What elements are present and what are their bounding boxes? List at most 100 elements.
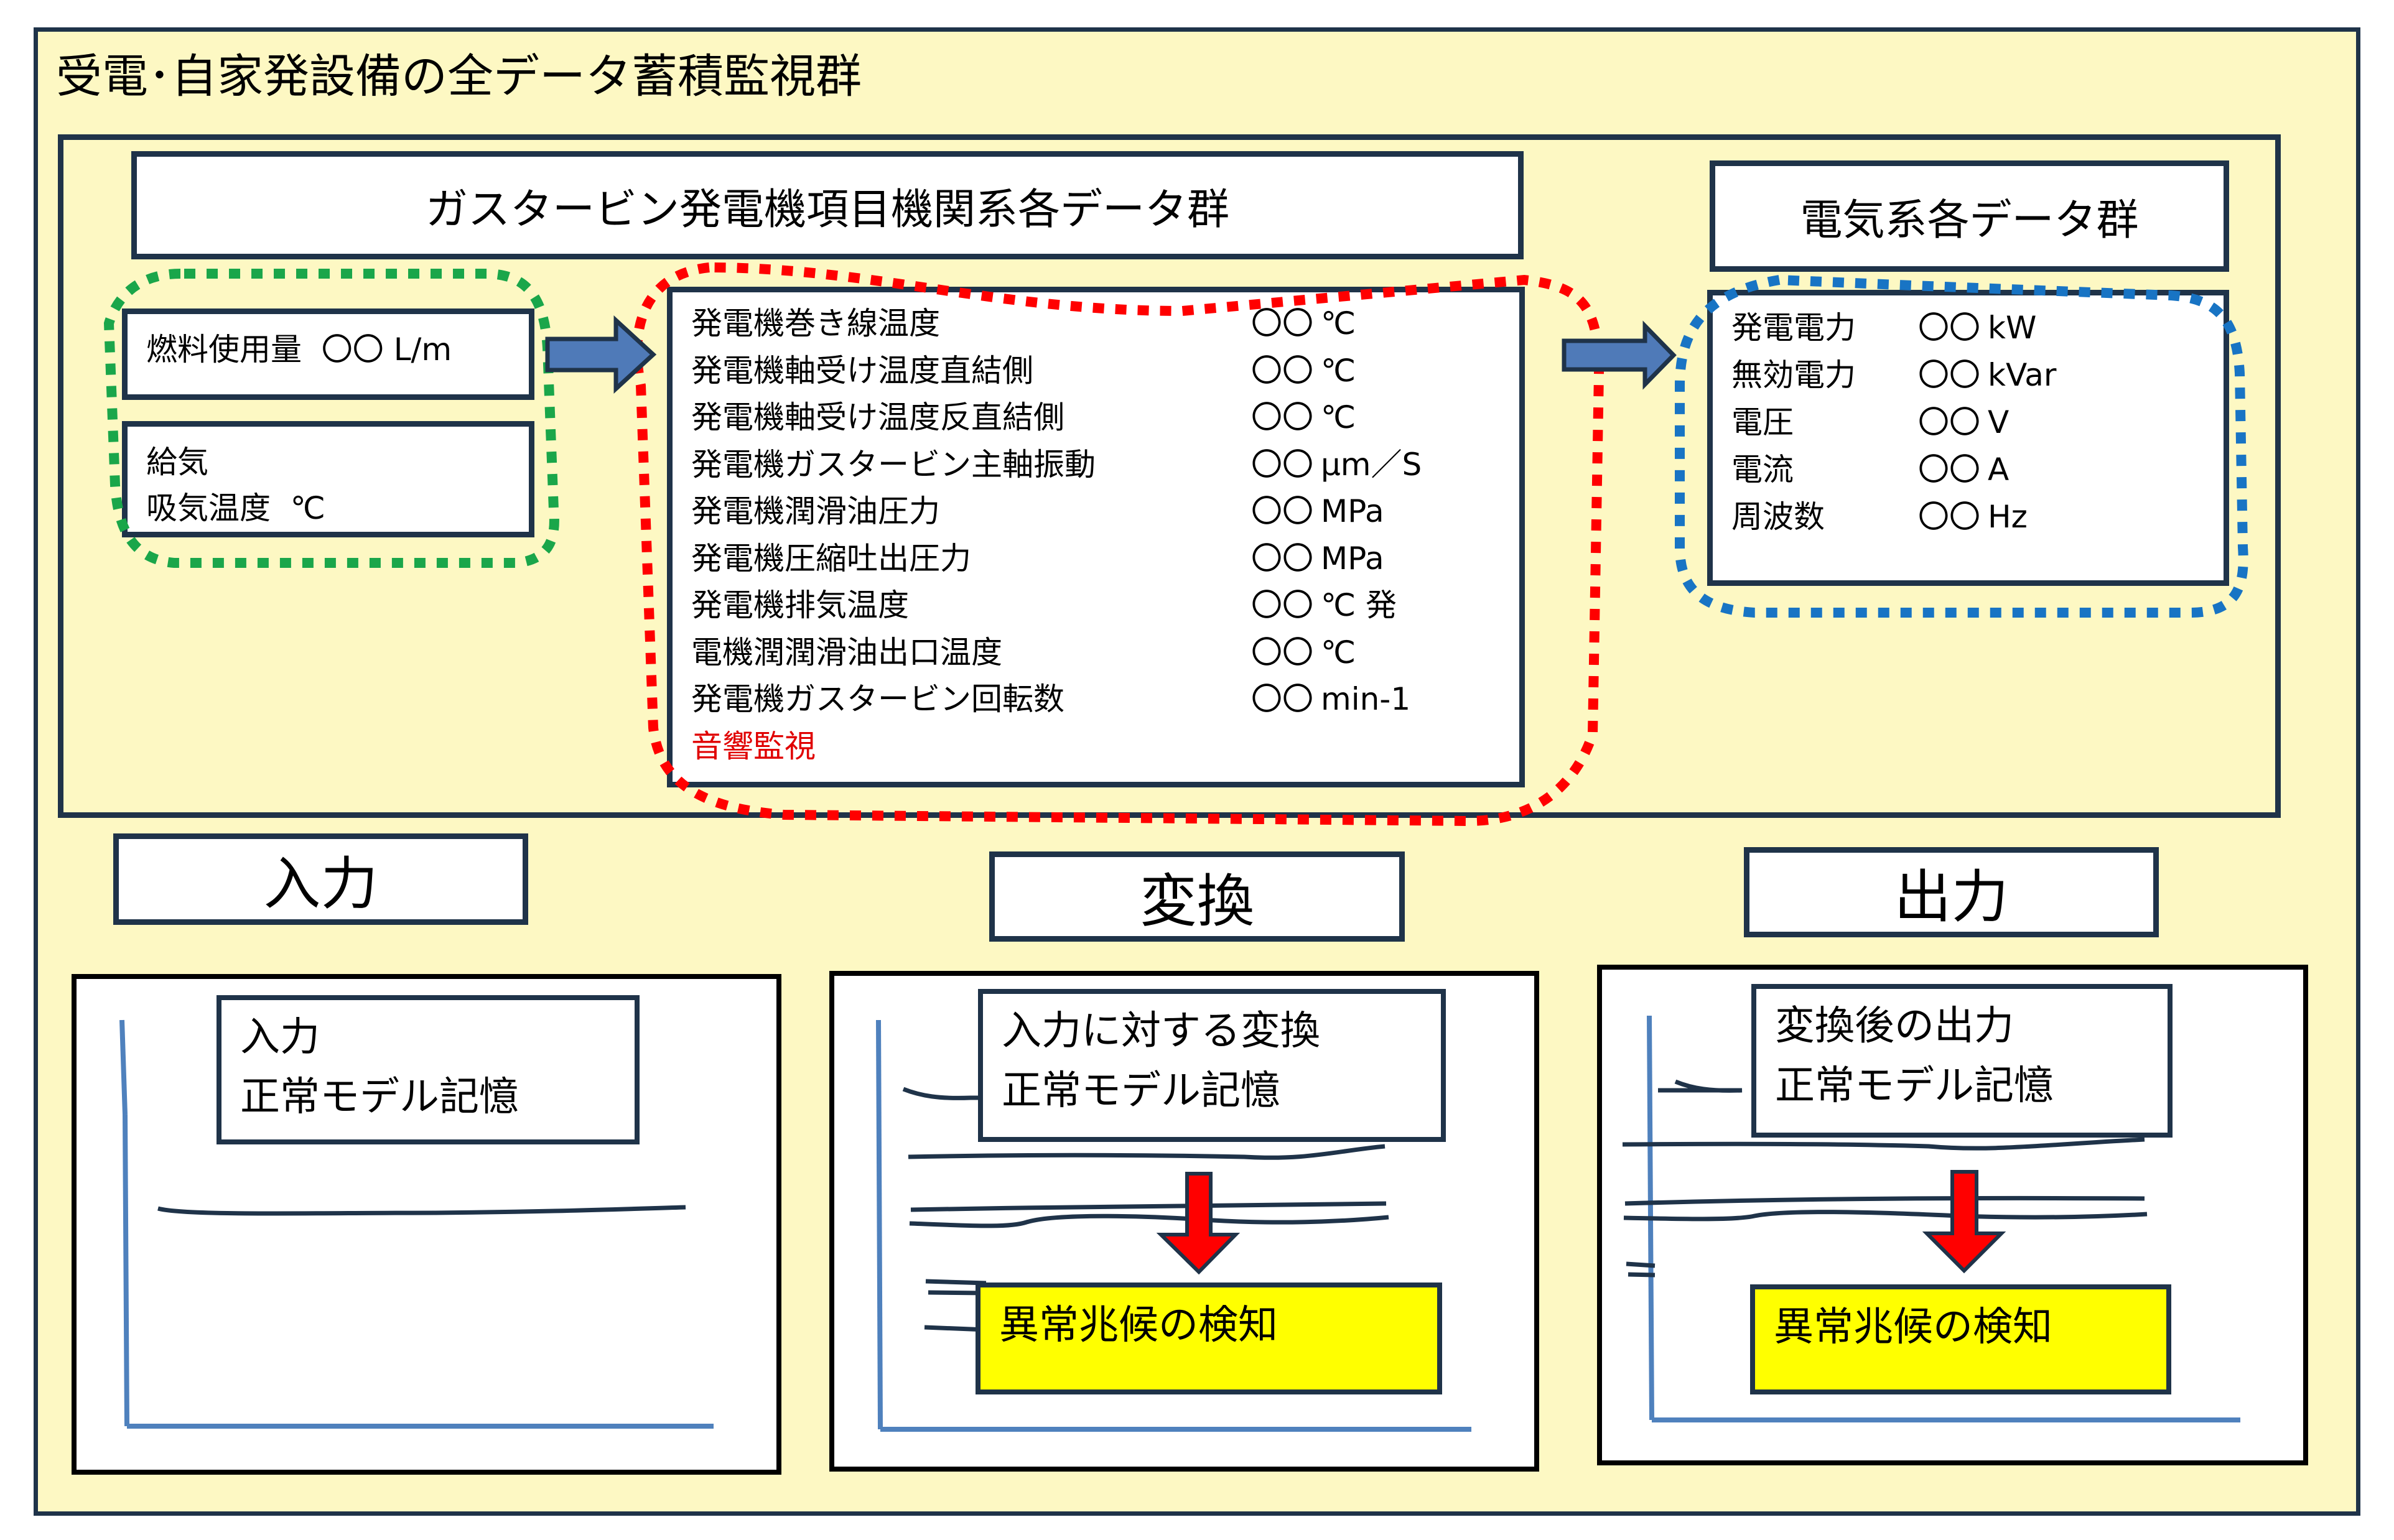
electrical-item-label: 周波数 xyxy=(1731,499,1825,535)
page-title: 受電･自家発設備の全データ蓄積監視群 xyxy=(56,50,862,103)
transform-down-arrow-icon xyxy=(1156,1172,1241,1275)
output-trend-line-2 xyxy=(1622,1137,2145,1151)
stage-header-transform: 変換 xyxy=(989,851,1405,942)
transform-trend-line-2 xyxy=(908,1144,1386,1160)
stage-header-transform-label: 変換 xyxy=(1139,868,1254,935)
transform-anomaly-label: 異常兆候の検知 xyxy=(999,1302,1278,1348)
output-note-line1: 変換後の出力 xyxy=(1775,1003,2014,1049)
flow-arrow-1-icon xyxy=(545,315,657,394)
input-normal-model-note: 入力 正常モデル記憶 xyxy=(217,995,640,1144)
transform-anomaly-detection-box: 異常兆候の検知 xyxy=(976,1283,1442,1394)
gas-turbine-item-value: 〇〇℃ xyxy=(1251,305,1356,342)
gas-turbine-item-label: 発電機圧縮吐出圧力 xyxy=(691,540,971,577)
electrical-group-title: 電気系各データ群 xyxy=(1800,196,2139,245)
fuel-usage-value: 〇〇 xyxy=(321,332,384,368)
electrical-item-label: 発電電力 xyxy=(1731,310,1856,346)
output-down-arrow-icon xyxy=(1922,1170,2006,1274)
gas-turbine-item-placeholder: 〇〇 xyxy=(1251,540,1313,577)
transform-y-axis xyxy=(876,1019,883,1430)
gas-turbine-item-value: 〇〇℃ xyxy=(1251,634,1356,671)
transform-trend-line-1 xyxy=(902,1087,995,1100)
transform-trend-line-4 xyxy=(909,1213,1389,1228)
gas-turbine-item-unit: ℃ 発 xyxy=(1321,587,1397,623)
gas-turbine-item-unit: min-1 xyxy=(1321,681,1411,717)
gas-turbine-item-label: 発電機軸受け温度反直結側 xyxy=(691,399,1064,435)
gas-turbine-item-value: 〇〇℃ xyxy=(1251,399,1356,436)
gas-turbine-item-value: 〇〇℃ xyxy=(1251,352,1356,389)
electrical-item-unit: Hz xyxy=(1988,499,2028,535)
intake-air-line1: 給気 xyxy=(146,444,208,480)
gas-turbine-item-unit: ℃ xyxy=(1321,634,1356,670)
output-anomaly-label: 異常兆候の検知 xyxy=(1774,1304,2052,1350)
stage-panel-input xyxy=(72,974,781,1475)
output-chart-sketch xyxy=(1622,1015,2240,1422)
gas-turbine-item-label: 発電機ガスタービン主軸振動 xyxy=(691,446,1096,483)
transform-chart-sketch xyxy=(876,1019,1471,1432)
gas-turbine-item-placeholder: 〇〇 xyxy=(1251,305,1313,341)
blue-group-outline xyxy=(1675,274,2248,618)
fuel-usage-unit: L/m xyxy=(393,332,452,368)
gas-turbine-item-placeholder: 〇〇 xyxy=(1251,493,1313,529)
input-y-axis-lower xyxy=(123,1114,129,1427)
electrical-item-unit: kVar xyxy=(1988,357,2057,393)
gas-turbine-item-unit: μm／S xyxy=(1321,446,1422,483)
electrical-group-header: 電気系各データ群 xyxy=(1710,160,2229,272)
gas-turbine-item-placeholder: 〇〇 xyxy=(1251,352,1313,389)
output-trend-line-5 xyxy=(1626,1261,1656,1268)
gas-turbine-group-title: ガスタービン発電機項目機関系各データ群 xyxy=(425,185,1229,234)
gas-turbine-item-placeholder: 〇〇 xyxy=(1251,634,1313,670)
gas-turbine-item-unit: MPa xyxy=(1321,540,1384,577)
gas-turbine-item-unit: ℃ xyxy=(1321,352,1356,389)
electrical-item-placeholder: 〇〇 xyxy=(1918,404,1980,440)
output-trend-line-1 xyxy=(1658,1079,1743,1093)
input-trend-line xyxy=(157,1205,686,1216)
output-trend-line-4 xyxy=(1623,1210,2148,1222)
red-group-outline xyxy=(632,262,1605,827)
gas-turbine-item-label: 電機潤潤滑油出口温度 xyxy=(691,634,1002,670)
gas-turbine-item-label: 発電機潤滑油圧力 xyxy=(691,493,940,529)
electrical-item-label: 電圧 xyxy=(1731,404,1794,440)
gas-turbine-item-unit: MPa xyxy=(1321,493,1384,529)
electrical-item-label: 電流 xyxy=(1731,452,1794,488)
transform-note-line1: 入力に対する変換 xyxy=(1002,1008,1320,1054)
electrical-item-unit: A xyxy=(1988,452,2010,488)
electrical-item-unit: kW xyxy=(1988,310,2037,346)
flow-arrow-2-icon xyxy=(1562,320,1677,390)
input-note-line2: 正常モデル記憶 xyxy=(240,1074,519,1120)
gas-turbine-item-placeholder: 〇〇 xyxy=(1251,399,1313,435)
electrical-item-label: 無効電力 xyxy=(1731,357,1856,393)
gas-turbine-item-label: 発電機ガスタービン回転数 xyxy=(691,681,1064,717)
gas-turbine-item-value: 〇〇℃ 発 xyxy=(1251,587,1397,624)
gas-turbine-item-label: 発電機巻き線温度 xyxy=(691,305,940,341)
electrical-item-placeholder: 〇〇 xyxy=(1918,310,1980,346)
stage-header-output-label: 出力 xyxy=(1894,864,2009,930)
fuel-usage-box: 燃料使用量 〇〇 L/m xyxy=(122,308,534,400)
electrical-item-unit: V xyxy=(1988,404,2010,440)
transform-note-line2: 正常モデル記憶 xyxy=(1002,1068,1280,1114)
input-note-line1: 入力 xyxy=(240,1014,320,1060)
gas-turbine-item-unit: ℃ xyxy=(1321,305,1356,341)
green-group-outline xyxy=(103,269,559,568)
gas-turbine-item-placeholder: 〇〇 xyxy=(1251,587,1313,623)
output-trend-line-3 xyxy=(1624,1195,2145,1206)
transform-trend-line-3 xyxy=(910,1201,1387,1212)
gas-turbine-item-placeholder: 〇〇 xyxy=(1251,681,1313,717)
intake-temp-unit: ℃ xyxy=(290,490,325,526)
acoustic-monitoring-label: 音響監視 xyxy=(691,728,816,764)
intake-air-box: 給気 吸気温度 ℃ xyxy=(122,421,534,537)
electrical-item-placeholder: 〇〇 xyxy=(1918,452,1980,488)
electrical-item-placeholder: 〇〇 xyxy=(1918,357,1980,393)
gas-turbine-item-label: 発電機排気温度 xyxy=(691,587,909,623)
fuel-usage-label: 燃料使用量 xyxy=(146,332,302,368)
